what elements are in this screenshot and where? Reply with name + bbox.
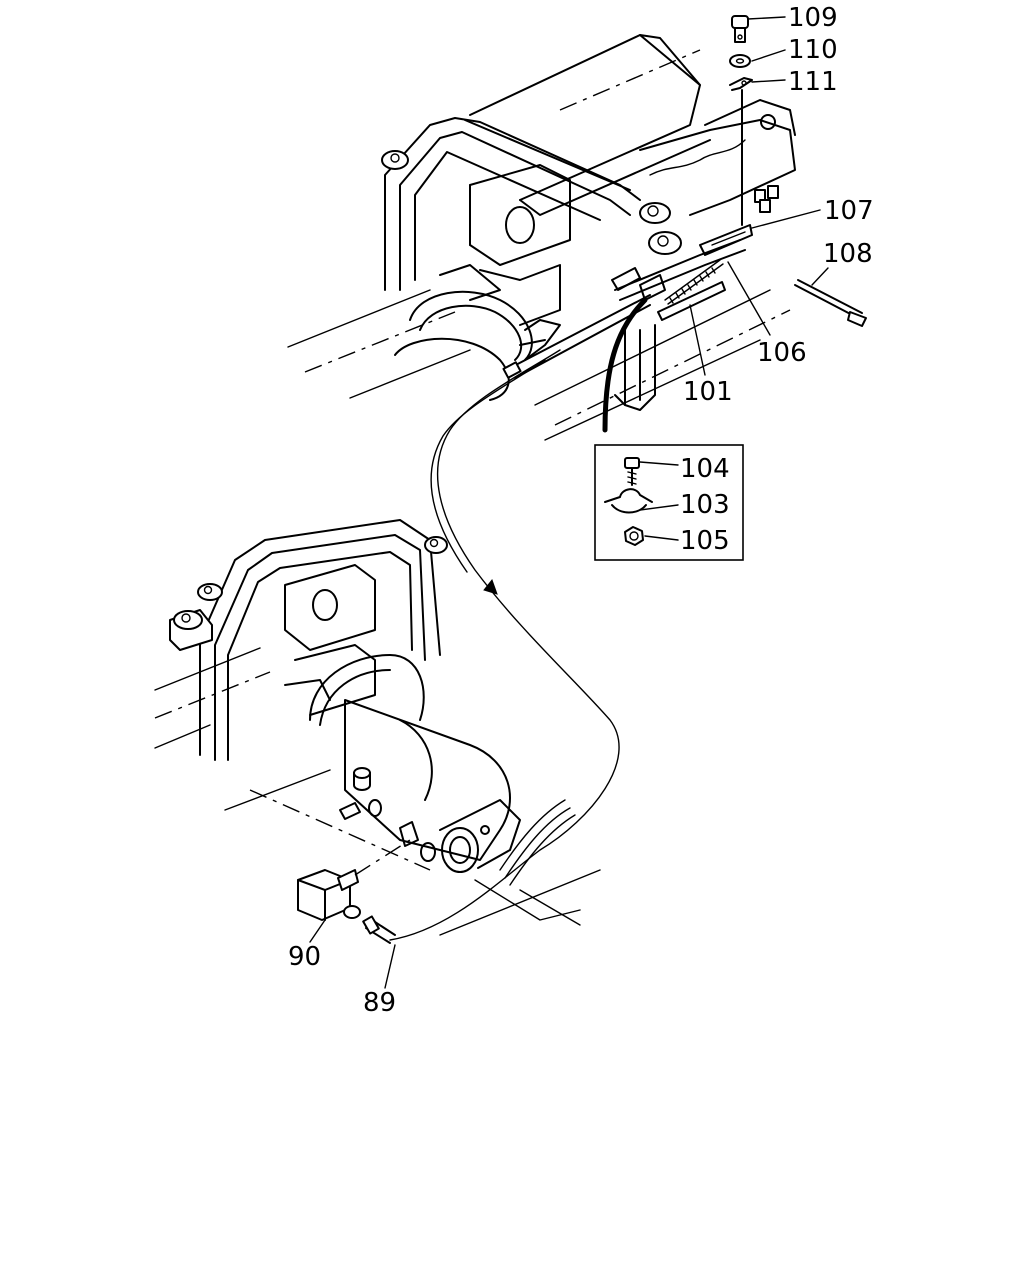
install-line-90 [354,839,411,876]
callout-111: 111 [788,67,838,97]
washer-110-icon [729,54,751,68]
callout-105: 105 [680,526,730,556]
clip-111-icon [729,77,753,91]
cable-lever-assembly [502,224,753,379]
bolt-109-icon [731,15,749,43]
cable-tie-108-icon [794,279,867,327]
boss-top [353,767,371,791]
cable-routing-line [389,349,620,941]
callout-106: 106 [757,338,807,368]
callout-107: 107 [824,196,874,226]
cable-conduit-upper [602,297,648,433]
callout-110: 110 [788,35,838,65]
upper-mount-right [639,202,682,255]
lower-mount-left [169,583,223,651]
leader-lines [309,16,829,989]
upper-mount-left [381,150,409,170]
upper-frame-assembly [287,34,796,441]
callout-101: 101 [683,377,733,407]
callout-labels: 109 110 111 107 108 106 101 104 103 105 … [288,3,874,1018]
cable-arrow-head [483,578,498,595]
bolt-104-icon [624,457,640,486]
lower-mount-right [424,536,448,554]
callout-109: 109 [788,3,838,33]
stud-cluster [754,185,779,213]
part-89-hose-fitting [362,915,396,944]
callout-104: 104 [680,454,730,484]
part-90-switch [297,869,361,921]
callout-103: 103 [680,490,730,520]
lower-frame-assembly [154,519,601,936]
callout-89: 89 [363,988,396,1018]
callout-90: 90 [288,942,321,972]
nut-105-icon [624,526,644,546]
callout-108: 108 [823,239,873,269]
clamp-103-icon [604,488,653,514]
